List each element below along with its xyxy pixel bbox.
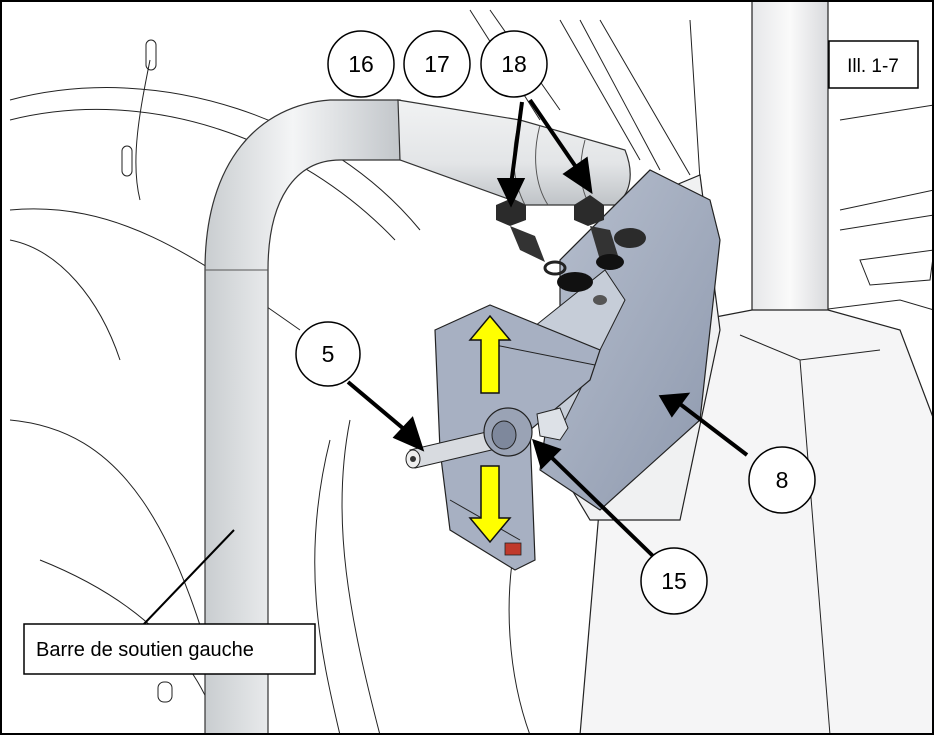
callout-17: 17 [403, 30, 471, 98]
svg-text:17: 17 [424, 51, 450, 77]
svg-text:15: 15 [661, 568, 687, 594]
svg-text:Ill. 1-7: Ill. 1-7 [847, 56, 899, 77]
bolts-18 [496, 195, 646, 305]
svg-text:18: 18 [501, 51, 527, 77]
adjustment-arrows [468, 314, 512, 544]
callouts: 16 17 18 5 8 15 [295, 30, 816, 615]
yellow-down-arrow [468, 465, 512, 544]
svg-text:16: 16 [348, 51, 374, 77]
svg-text:5: 5 [322, 341, 335, 367]
callout-8: 8 [748, 446, 816, 514]
svg-text:8: 8 [776, 467, 789, 493]
figure-label: Ill. 1-7 [828, 40, 919, 89]
callout-16: 16 [327, 30, 395, 98]
callout-15: 15 [640, 547, 708, 615]
svg-text:Barre de soutien gauche: Barre de soutien gauche [36, 639, 254, 661]
leader-lines [142, 98, 749, 626]
part-label-box: Barre de soutien gauche [23, 623, 316, 675]
callout-5: 5 [295, 321, 361, 387]
pin-5 [405, 407, 569, 469]
callout-18: 18 [480, 30, 548, 98]
yellow-up-arrow [468, 314, 512, 394]
